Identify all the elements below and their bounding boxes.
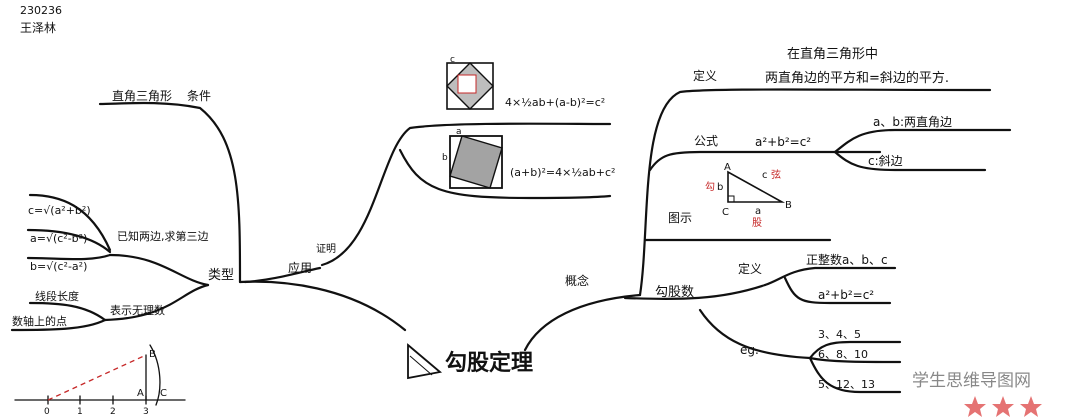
branch-formula-b	[26, 253, 112, 261]
formula-note-ab: a、b:两直角边	[873, 115, 952, 129]
watermark-text: 学生思维导图网	[912, 371, 1031, 391]
branch-note-ab	[833, 128, 1012, 154]
formula-tag: 公式	[694, 134, 718, 148]
tick-label-2: 2	[110, 407, 116, 417]
triple-label: 勾股数	[655, 285, 694, 300]
branch-example-3	[808, 356, 902, 394]
branch-numberline-point	[10, 318, 107, 332]
right-triangle-figure: A B C 勾 b c 弦 a 股	[705, 162, 792, 229]
diagram-tag: 图示	[668, 211, 692, 225]
watermark: 学生思维导图网	[912, 371, 1042, 417]
triple-def-equation: a²+b²=c²	[818, 288, 874, 302]
branch-center-left	[238, 280, 407, 332]
tri-xian: 弦	[771, 168, 781, 181]
tick-label-1: 1	[77, 407, 83, 417]
triple-def-positive: 正整数a、b、c	[806, 252, 888, 267]
compass-arc	[149, 344, 161, 406]
concept-label: 概念	[565, 273, 589, 288]
point-B: B	[149, 349, 156, 360]
types-branch: 类型 已知两边,求第三边 c=√(a²+b²) a=√(c²-b²) b=√(c…	[10, 193, 234, 332]
branch-triple-def-1	[763, 266, 897, 287]
tri-A: A	[724, 162, 731, 173]
branch-example-2	[808, 356, 902, 364]
branch-application	[243, 266, 322, 284]
branch-types-sub2	[103, 283, 210, 322]
branch-note-c	[833, 150, 987, 172]
star-icon	[1020, 396, 1042, 417]
proof1-letter-c: c	[450, 55, 455, 65]
types-label: 类型	[208, 268, 234, 283]
tri-B: B	[785, 200, 792, 211]
branch-center-right	[523, 293, 642, 352]
condition-tag: 条件	[187, 89, 211, 103]
tri-C: C	[722, 207, 729, 218]
center-title: 勾股定理	[445, 350, 533, 376]
definition-line1: 在直角三角形中	[787, 47, 878, 62]
branch-formula-a	[26, 228, 112, 254]
formula-expr: a²+b²=c²	[755, 135, 811, 149]
types-sub2-label: 表示无理数	[110, 303, 165, 317]
triple-def-tag: 定义	[738, 261, 762, 276]
triangle-ruler-icon	[407, 343, 443, 380]
main-branches	[98, 101, 642, 352]
tri-gou: 勾	[705, 180, 715, 193]
author-name: 王泽林	[20, 21, 56, 35]
item-numberline-point: 数轴上的点	[12, 314, 67, 328]
triple-example-3: 5、12、13	[818, 378, 875, 391]
branch-segment-length	[28, 301, 107, 322]
branch-formula-c	[28, 193, 112, 252]
star-icon	[964, 396, 986, 417]
tri-c: c	[762, 170, 768, 181]
proof-figure-2: a b	[442, 127, 503, 189]
condition-label: 直角三角形	[112, 89, 172, 103]
branch-condition	[98, 101, 242, 284]
application-branch: 应用 证明 c 4×½ab+(a-b)²=c² a b (a+b)²=4×½ab…	[288, 55, 615, 275]
triple-example-2: 6、8、10	[818, 348, 868, 361]
author-id: 230236	[20, 4, 62, 17]
triple-example-1: 3、4、5	[818, 328, 861, 341]
branch-example-1	[808, 340, 902, 360]
application-label: 应用	[288, 260, 312, 275]
proof-label: 证明	[316, 243, 336, 255]
tri-gu: 股	[752, 217, 762, 229]
tick-label-3: 3	[143, 407, 149, 417]
triple-eg-tag: eg.	[740, 343, 759, 357]
definition-line2: 两直角边的平方和=斜边的平方.	[765, 70, 949, 86]
proof-figure-1: c	[446, 55, 494, 110]
definition-tag: 定义	[693, 68, 717, 83]
formula-note-c: c:斜边	[868, 154, 903, 168]
branch-formula	[648, 150, 882, 172]
star-icon	[992, 396, 1014, 417]
concept-branch: 概念 定义 在直角三角形中 两直角边的平方和=斜边的平方. 公式 a²+b²=c…	[565, 47, 1012, 394]
formula-a: a=√(c²-b²)	[30, 232, 87, 245]
branch-definition	[638, 88, 992, 297]
branch-types-sub1	[108, 253, 210, 287]
proof2-letter-a: a	[456, 127, 462, 137]
tri-a: a	[755, 206, 761, 217]
proof-formula-1: 4×½ab+(a-b)²=c²	[505, 96, 605, 109]
center-node: 勾股定理	[407, 343, 533, 380]
formula-b: b=√(c²-a²)	[30, 260, 87, 273]
branch-triple	[623, 283, 767, 301]
number-line-figure: 0 1 2 3 B A C	[14, 344, 186, 417]
hypotenuse-dashed	[47, 354, 147, 401]
item-segment-length: 线段长度	[35, 289, 79, 303]
tri-b: b	[717, 182, 723, 193]
proof-formula-2: (a+b)²=4×½ab+c²	[510, 166, 615, 179]
point-C: C	[160, 388, 167, 399]
branch-proof-1	[320, 122, 612, 267]
branch-proof-2	[398, 148, 612, 200]
tick-label-0: 0	[44, 407, 50, 417]
types-sub1-label: 已知两边,求第三边	[117, 229, 209, 243]
branch-triple-eg	[698, 308, 812, 360]
proof2-letter-b: b	[442, 153, 448, 163]
point-A: A	[137, 388, 144, 399]
branch-triple-def-2	[783, 276, 892, 305]
formula-c: c=√(a²+b²)	[28, 204, 91, 217]
